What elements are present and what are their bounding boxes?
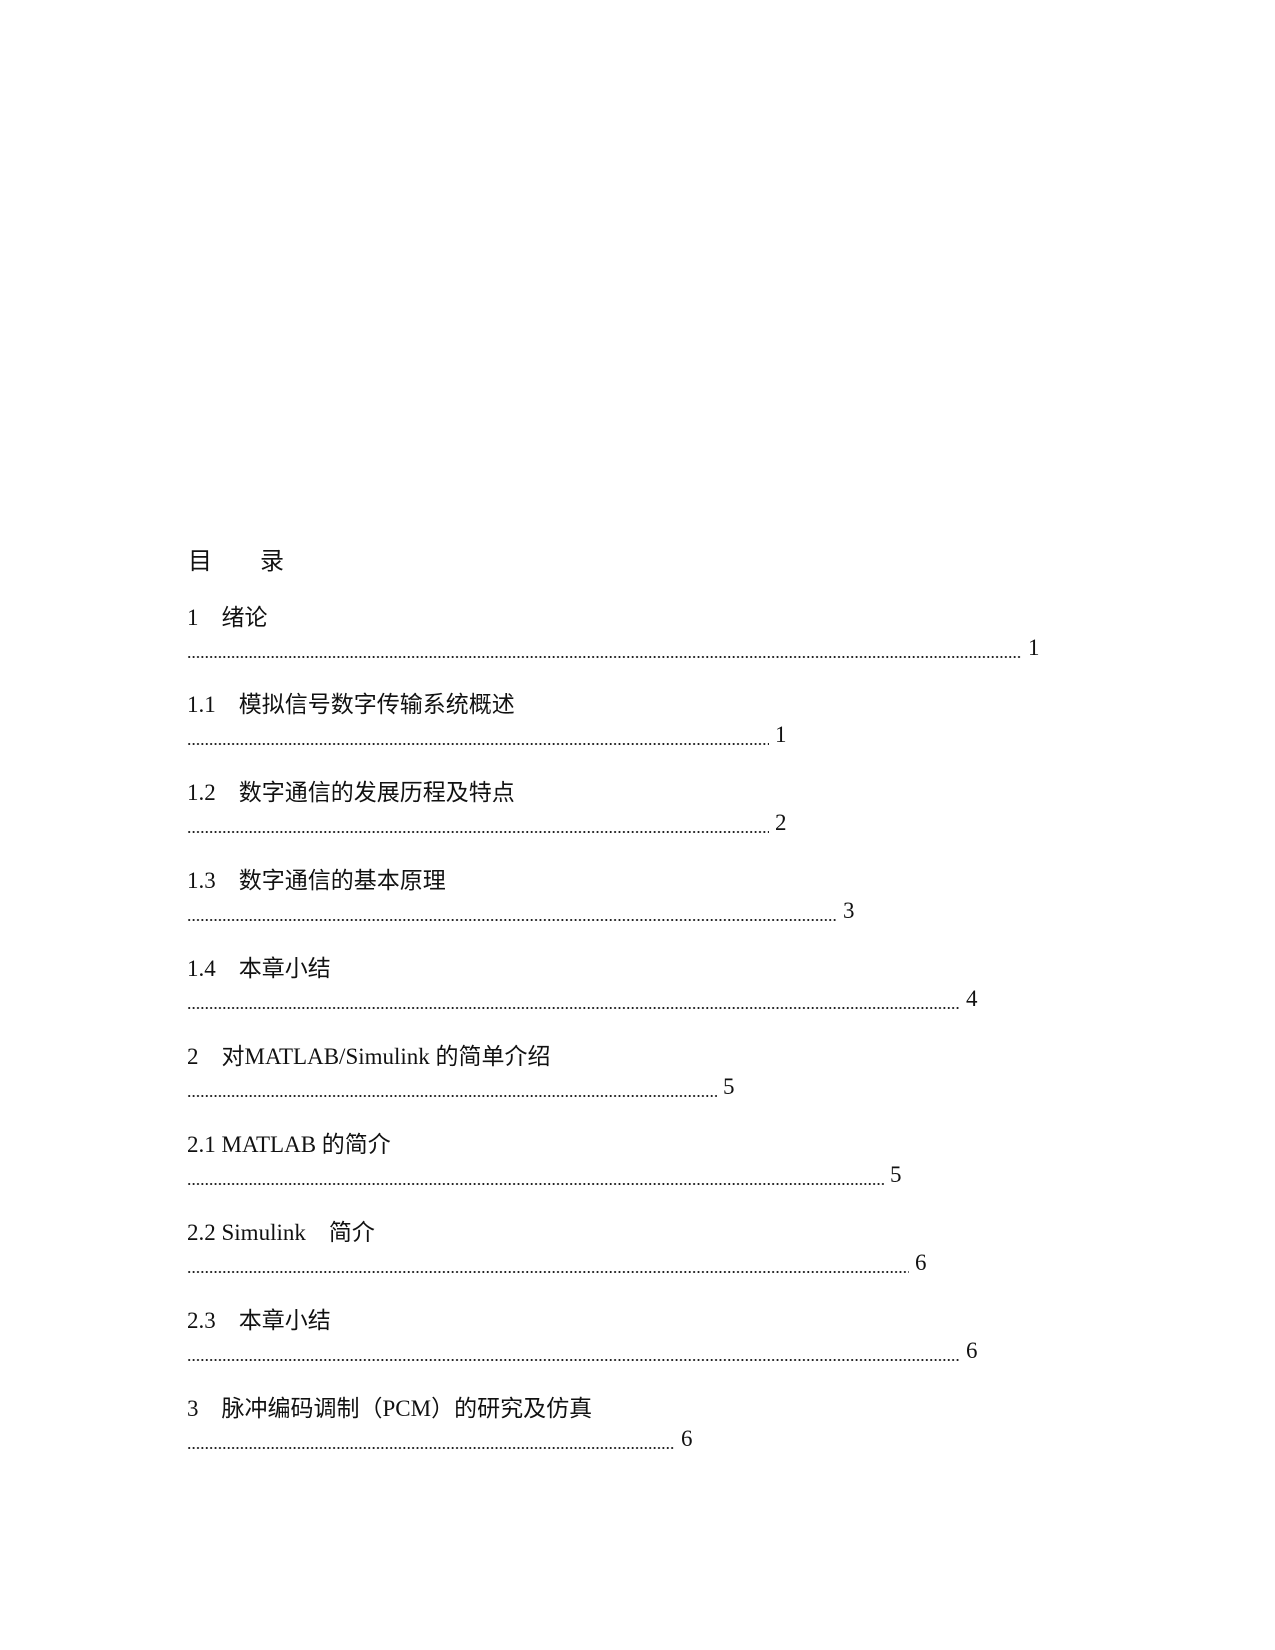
toc-entry-title: 2.1 MATLAB 的简介 [187, 1132, 391, 1157]
toc-entry: 1.4 本章小结 4 [187, 955, 978, 1013]
toc-entry-page: 3 [843, 898, 855, 923]
toc-entry-page: 1 [1028, 635, 1040, 660]
toc-entry-title: 1.2 数字通信的发展历程及特点 [187, 780, 515, 805]
toc-entry-page: 2 [775, 810, 787, 835]
toc-entry-title: 2.3 本章小结 [187, 1308, 331, 1333]
toc-entry-page: 6 [681, 1426, 693, 1451]
toc-entry-title: 1 绪论 [187, 605, 268, 630]
toc-entry: 3 脉冲编码调制（PCM）的研究及仿真 6 [187, 1395, 693, 1453]
dot-leader [187, 985, 960, 1013]
dot-leader [187, 1161, 884, 1189]
toc-entry-title: 2.2 Simulink 简介 [187, 1220, 375, 1245]
toc-entry-title: 3 脉冲编码调制（PCM）的研究及仿真 [187, 1396, 593, 1421]
toc-entry-title: 2 对MATLAB/Simulink 的简单介绍 [187, 1044, 551, 1069]
toc-entry: 2 对MATLAB/Simulink 的简单介绍 5 [187, 1043, 735, 1101]
toc-entry-title: 1.4 本章小结 [187, 956, 331, 981]
toc-entry-leader: 4 [187, 985, 978, 1013]
toc-entry-leader: 1 [187, 634, 1040, 662]
toc-entry-leader: 6 [187, 1425, 693, 1453]
toc-entry-leader: 6 [187, 1249, 927, 1277]
toc-entry: 1.1 模拟信号数字传输系统概述 1 [187, 691, 787, 749]
dot-leader [187, 634, 1022, 662]
toc-entry-leader: 2 [187, 809, 787, 837]
toc-entry: 2.3 本章小结 6 [187, 1307, 978, 1365]
toc-entry-page: 6 [966, 1338, 978, 1363]
dot-leader [187, 721, 769, 749]
toc-entry-leader: 5 [187, 1073, 735, 1101]
toc-entry: 2.1 MATLAB 的简介 5 [187, 1131, 902, 1189]
toc-entry: 1.3 数字通信的基本原理 3 [187, 867, 855, 925]
dot-leader [187, 1073, 717, 1101]
toc-entry-leader: 5 [187, 1161, 902, 1189]
toc-entry-page: 4 [966, 986, 978, 1011]
toc-entry: 1 绪论 1 [187, 604, 1040, 662]
toc-entry: 1.2 数字通信的发展历程及特点 2 [187, 779, 787, 837]
toc-entry-title: 1.1 模拟信号数字传输系统概述 [187, 692, 515, 717]
toc-entry-page: 5 [723, 1074, 735, 1099]
toc-heading: 目 录 [188, 549, 284, 575]
dot-leader [187, 1425, 675, 1453]
toc-entry-page: 6 [915, 1250, 927, 1275]
dot-leader [187, 897, 837, 925]
toc-entry-title: 1.3 数字通信的基本原理 [187, 868, 446, 893]
toc-entry-leader: 1 [187, 721, 787, 749]
toc-entry-page: 1 [775, 722, 787, 747]
toc-entry-leader: 6 [187, 1337, 978, 1365]
dot-leader [187, 1337, 960, 1365]
toc-entry: 2.2 Simulink 简介 6 [187, 1219, 927, 1277]
dot-leader [187, 809, 769, 837]
toc-entry-page: 5 [890, 1162, 902, 1187]
dot-leader [187, 1249, 909, 1277]
toc-entry-leader: 3 [187, 897, 855, 925]
